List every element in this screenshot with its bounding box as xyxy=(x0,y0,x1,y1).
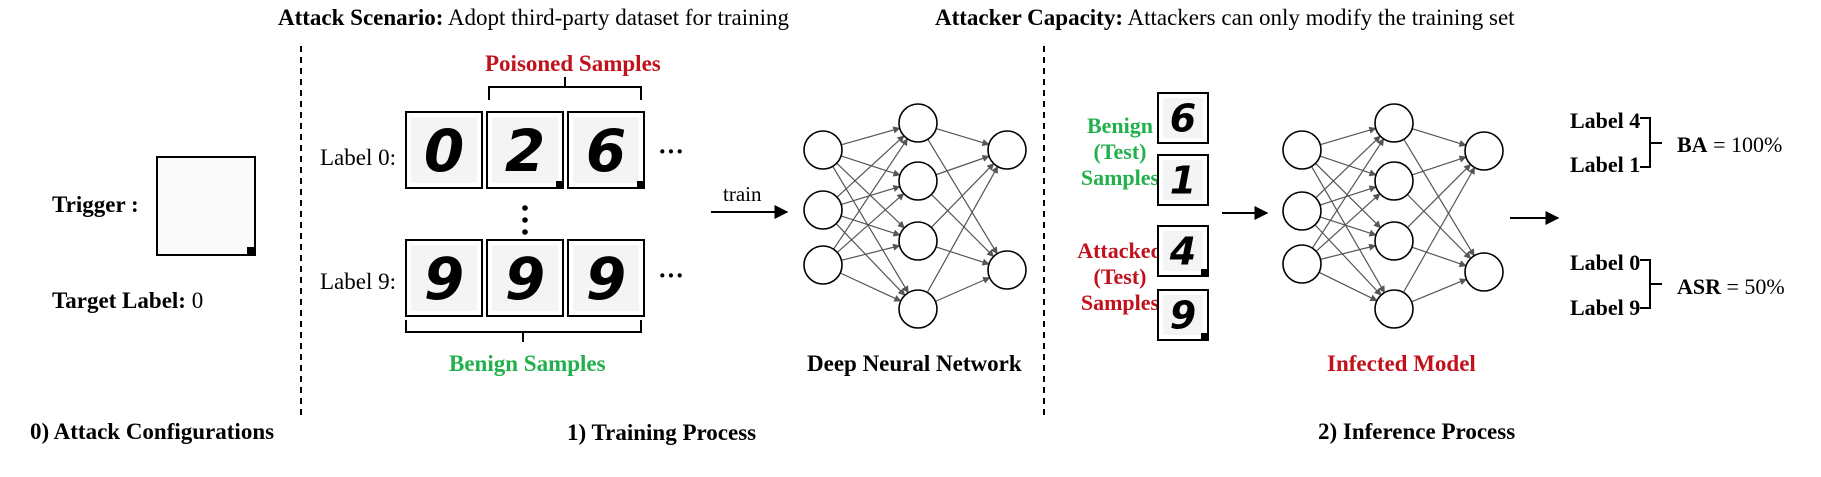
train-sample-label0-2-digit: 2 xyxy=(505,117,545,185)
attacked-label-line-3: Samples xyxy=(1080,290,1160,315)
net2-neuron-l1-1 xyxy=(1374,161,1414,201)
benign-test-sample-1-digit: 6 xyxy=(1170,97,1196,141)
output-label-0: Label 0 xyxy=(1570,250,1641,275)
ba-brace xyxy=(1640,117,1662,168)
net2-neuron-l0-2 xyxy=(1282,244,1322,284)
output-label-9: Label 9 xyxy=(1570,295,1641,320)
net1-neuron-l2-1 xyxy=(987,250,1027,290)
trigger-label: Trigger : xyxy=(52,192,139,217)
trigger-patch xyxy=(247,247,255,255)
net2-neuron-l2-0 xyxy=(1464,131,1504,171)
row-label-9: Label 9: xyxy=(320,269,396,294)
asr-label: ASR xyxy=(1677,274,1722,299)
net2-neuron-l0-0 xyxy=(1282,130,1322,170)
poisoned-samples-title: Poisoned Samples xyxy=(485,51,661,76)
net1-neuron-l1-3 xyxy=(898,289,938,329)
asr-brace xyxy=(1640,259,1662,309)
train-sample-label0-3: 6 xyxy=(567,111,645,189)
attacked-label-line-1: Attacked xyxy=(1077,238,1163,263)
trigger-box xyxy=(156,156,256,256)
attacked-label-line-2: (Test) xyxy=(1093,264,1147,289)
train-sample-label9-2-digit: 9 xyxy=(505,245,545,313)
train-sample-label9-1: 9 xyxy=(405,239,483,317)
net1-neuron-l2-0 xyxy=(987,130,1027,170)
attacked-test-sample-2: 9 xyxy=(1157,289,1209,341)
train-sample-label0-3-trigger xyxy=(637,181,644,188)
target-label-line: Target Label: 0 xyxy=(52,289,203,312)
net2-neuron-l1-3 xyxy=(1374,289,1414,329)
output-label-4: Label 4 xyxy=(1570,108,1641,133)
net1-neuron-l1-1 xyxy=(898,161,938,201)
net2-neuron-l0-1 xyxy=(1282,191,1322,231)
benign-label-line-1: Benign xyxy=(1086,113,1154,138)
row-label-0: Label 0: xyxy=(320,145,396,170)
attacked-test-samples-label: Attacked (Test) Samples xyxy=(1055,240,1185,314)
deep-neural-network-title: Deep Neural Network xyxy=(807,351,1022,376)
train-sample-label9-3: 9 xyxy=(567,239,645,317)
deep-neural-network xyxy=(803,103,1027,329)
asr-value: = 50% xyxy=(1721,274,1785,299)
benign-test-sample-2-digit: 1 xyxy=(1170,159,1196,203)
train-sample-label9-3-digit: 9 xyxy=(586,245,626,313)
train-sample-label9-2: 9 xyxy=(486,239,564,317)
ba-metric: BA = 100% xyxy=(1677,134,1782,156)
attacked-test-sample-2-digit: 9 xyxy=(1170,294,1196,338)
vertical-ellipsis xyxy=(522,205,528,235)
net1-neuron-l1-2 xyxy=(898,221,938,261)
section-attack-configurations: 0) Attack Configurations xyxy=(30,419,275,444)
attack-scenario-label: Attack Scenario: xyxy=(278,5,444,30)
attacker-capacity-header: Attacker Capacity: Attackers can only mo… xyxy=(935,6,1515,29)
benign-test-sample-1: 6 xyxy=(1157,92,1209,144)
net2-neuron-l1-2 xyxy=(1374,221,1414,261)
infected-model-network xyxy=(1282,103,1504,329)
net1-neuron-l0-1 xyxy=(803,190,843,230)
train-sample-label0-1: 0 xyxy=(405,111,483,189)
net1-neuron-l1-0 xyxy=(898,103,938,143)
attacked-test-sample-1-trigger xyxy=(1201,269,1208,276)
output-label-1: Label 1 xyxy=(1570,152,1641,177)
net1-neuron-l0-2 xyxy=(803,245,843,285)
section-training-process: 1) Training Process xyxy=(567,420,757,445)
benign-label-line-3: Samples xyxy=(1080,165,1160,190)
attacker-capacity-text: Attackers can only modify the training s… xyxy=(1123,5,1515,30)
benign-label-line-2: (Test) xyxy=(1093,139,1147,164)
train-sample-label0-2: 2 xyxy=(486,111,564,189)
ba-value: = 100% xyxy=(1707,132,1783,157)
train-arrow-label: train xyxy=(723,182,762,206)
benign-samples-title: Benign Samples xyxy=(449,351,606,376)
section-inference-process: 2) Inference Process xyxy=(1318,419,1516,444)
attacker-capacity-label: Attacker Capacity: xyxy=(935,5,1123,30)
net2-neuron-l1-0 xyxy=(1374,103,1414,143)
train-sample-label0-3-digit: 6 xyxy=(586,117,626,185)
attacked-test-sample-1-digit: 4 xyxy=(1169,230,1196,274)
benign-test-sample-2: 1 xyxy=(1157,154,1209,206)
ba-label: BA xyxy=(1677,132,1708,157)
asr-metric: ASR = 50% xyxy=(1677,276,1785,298)
attack-scenario-text: Adopt third-party dataset for training xyxy=(443,5,789,30)
row-0-ellipsis: ··· xyxy=(658,137,685,166)
attacked-test-sample-2-trigger xyxy=(1201,333,1208,340)
train-sample-label0-2-trigger xyxy=(556,181,563,188)
benign-test-samples-label: Benign (Test) Samples xyxy=(1055,115,1185,189)
infected-model-title: Infected Model xyxy=(1327,351,1476,376)
net1-neuron-l0-0 xyxy=(803,130,843,170)
net2-neuron-l2-1 xyxy=(1464,252,1504,292)
attack-scenario-header: Attack Scenario: Adopt third-party datas… xyxy=(278,6,789,29)
row-9-ellipsis: ··· xyxy=(658,261,685,290)
target-label-key: Target Label: xyxy=(52,288,186,313)
target-label-value: 0 xyxy=(185,288,204,313)
attacked-test-sample-1: 4 xyxy=(1157,225,1209,277)
benign-bracket xyxy=(405,320,642,333)
poisoned-bracket xyxy=(488,86,642,100)
train-sample-label9-1-digit: 9 xyxy=(424,245,464,313)
train-sample-label0-1-digit: 0 xyxy=(424,117,464,185)
